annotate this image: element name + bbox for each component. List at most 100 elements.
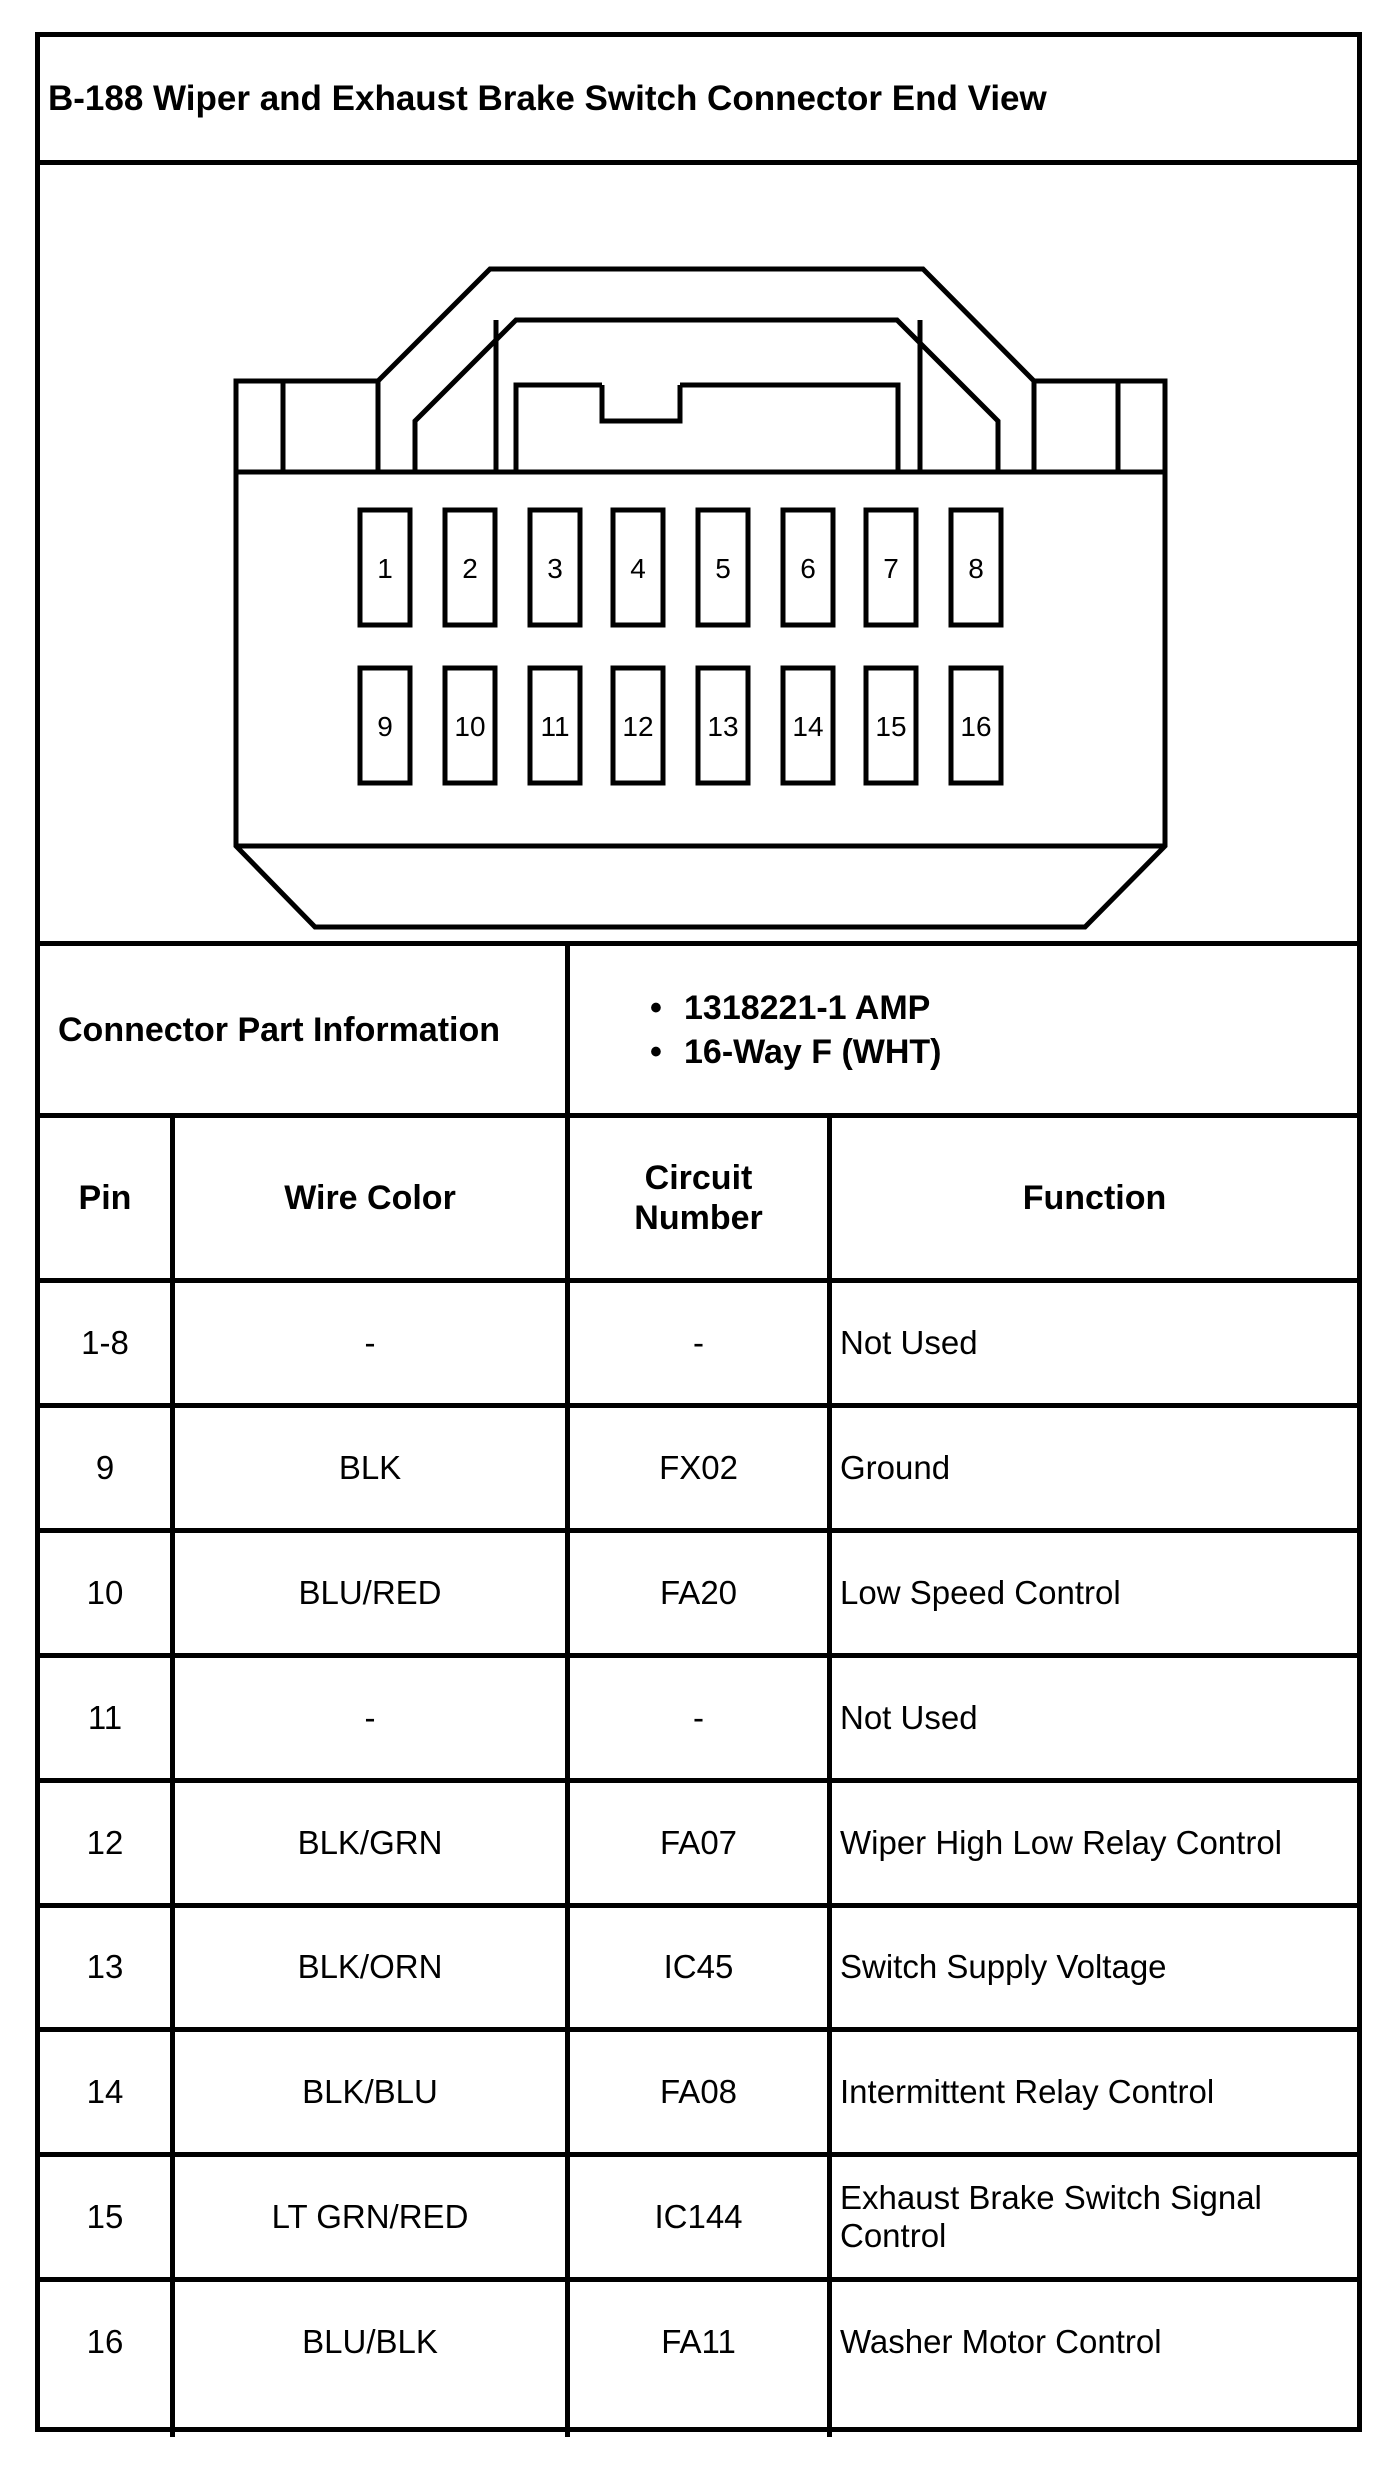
- circuit-number-cell: FA08: [570, 2032, 827, 2152]
- function-cell: Switch Supply Voltage: [832, 1908, 1357, 2028]
- pin-cavity: [863, 665, 919, 786]
- part-info-label-cell: Connector Part Information: [40, 946, 565, 1113]
- pin-cavity: [442, 507, 498, 628]
- divider: [40, 1113, 1357, 1118]
- divider: [170, 1118, 175, 2437]
- pin-cell: 14: [40, 2032, 170, 2152]
- pin-cavity: [695, 665, 751, 786]
- function-cell-text: Washer Motor Control: [840, 2323, 1162, 2361]
- divider: [40, 1278, 1357, 1283]
- divider: [40, 1777, 1357, 1783]
- circuit-number-cell-text: FA07: [659, 1823, 738, 1861]
- circuit-number-cell: FA11: [570, 2282, 827, 2402]
- pin-number-label: 5: [715, 553, 731, 584]
- wire-color-cell: BLK/GRN: [175, 1783, 565, 1903]
- pin-cell-text: 1-8: [81, 1323, 129, 1361]
- wire-color-cell: -: [175, 1283, 565, 1403]
- pin-cell-text: 9: [95, 1448, 115, 1486]
- function-cell-text: Ground: [840, 1448, 951, 1486]
- pin-cavity: [780, 507, 836, 628]
- circuit-number-cell: FA07: [570, 1783, 827, 1903]
- pin-cell: 1-8: [40, 1283, 170, 1403]
- wire-color-cell-text: BLK/ORN: [297, 1948, 443, 1986]
- pin-number-label: 4: [630, 553, 646, 584]
- pin-number-label: 6: [800, 553, 816, 584]
- part-info-list: 1318221-1 AMP 16-Way F (WHT): [630, 986, 942, 1074]
- pin-cell-text: 15: [86, 2198, 124, 2236]
- pin-cavity: [780, 665, 836, 786]
- pin-number-label: 13: [707, 711, 738, 742]
- header-wire-color: Wire Color: [284, 1179, 456, 1217]
- wire-color-cell-text: -: [364, 1698, 376, 1736]
- pin-cavity: [357, 507, 413, 628]
- function-cell: Wiper High Low Relay Control: [832, 1783, 1357, 1903]
- pin-number-label: 7: [883, 553, 899, 584]
- pin-cell-text: 10: [86, 1573, 124, 1611]
- circuit-number-cell-text: FA11: [661, 2323, 736, 2361]
- wire-color-cell: BLU/BLK: [175, 2282, 565, 2402]
- pin-number-label: 2: [462, 553, 478, 584]
- function-cell: Not Used: [832, 1658, 1357, 1778]
- pin-number-label: 15: [875, 711, 906, 742]
- pin-cavity: [527, 507, 583, 628]
- wire-color-cell: BLK/BLU: [175, 2032, 565, 2152]
- pin-number-label: 14: [792, 711, 823, 742]
- pin-cavity: [948, 665, 1004, 786]
- pin-number-label: 11: [540, 711, 569, 742]
- pin-cell: 16: [40, 2282, 170, 2402]
- wire-color-cell: -: [175, 1658, 565, 1778]
- pin-number-label: 10: [454, 711, 485, 742]
- circuit-number-cell: -: [570, 1658, 827, 1778]
- function-cell-text: Low Speed Control: [840, 1573, 1121, 1611]
- function-cell-text: Switch Supply Voltage: [840, 1948, 1167, 1986]
- header-function: Function: [1022, 1179, 1167, 1217]
- divider: [40, 2027, 1357, 2033]
- divider: [40, 1527, 1357, 1533]
- pin-number-label: 8: [968, 553, 984, 584]
- wire-color-cell-text: BLK/BLU: [302, 2073, 438, 2111]
- circuit-number-cell-text: FX02: [659, 1448, 738, 1486]
- wire-color-cell: BLK/ORN: [175, 1908, 565, 2028]
- header-circuit-number: Circuit Number: [570, 1118, 827, 1278]
- pin-cell: 11: [40, 1658, 170, 1778]
- part-info-label: Connector Part Information: [58, 1010, 501, 1049]
- circuit-number-cell: IC45: [570, 1908, 827, 2028]
- pin-cell: 15: [40, 2157, 170, 2277]
- wire-color-cell-text: BLU/BLK: [302, 2323, 438, 2361]
- wire-color-cell-text: BLK: [338, 1448, 402, 1486]
- function-cell: Washer Motor Control: [832, 2282, 1357, 2402]
- function-cell-text: Not Used: [840, 1323, 978, 1361]
- divider: [827, 1118, 832, 2437]
- part-info-values-cell: 1318221-1 AMP 16-Way F (WHT): [570, 946, 1357, 1113]
- circuit-number-cell-text: FA20: [659, 1573, 738, 1611]
- pin-number-label: 16: [960, 711, 991, 742]
- pin-cavity: [442, 665, 498, 786]
- circuit-number-cell: -: [570, 1283, 827, 1403]
- divider: [565, 946, 570, 1113]
- wire-color-cell-text: -: [364, 1323, 376, 1361]
- pin-cell-text: 13: [86, 1948, 124, 1986]
- divider: [40, 2277, 1357, 2283]
- circuit-number-cell-text: IC144: [654, 2198, 743, 2236]
- pin-cell-text: 11: [87, 1698, 123, 1736]
- wire-color-cell-text: BLU/RED: [298, 1573, 442, 1611]
- divider: [40, 1902, 1357, 1908]
- divider: [40, 2152, 1357, 2158]
- connector-sheet: B-188 Wiper and Exhaust Brake Switch Con…: [35, 32, 1362, 2437]
- pin-cell: 9: [40, 1408, 170, 1528]
- pin-cavity: [527, 665, 583, 786]
- pin-cell-text: 16: [86, 2323, 124, 2361]
- function-cell-text: Wiper High Low Relay Control: [840, 1823, 1283, 1861]
- function-cell: Not Used: [832, 1283, 1357, 1403]
- wire-color-cell-text: BLK/GRN: [297, 1823, 443, 1861]
- header-circuit-number-text: Circuit Number: [634, 1159, 763, 1237]
- function-cell: Intermittent Relay Control: [832, 2032, 1357, 2152]
- pin-number-label: 3: [547, 553, 563, 584]
- function-cell: Low Speed Control: [832, 1533, 1357, 1653]
- function-cell-text: Intermittent Relay Control: [840, 2073, 1215, 2111]
- wire-color-cell: BLU/RED: [175, 1533, 565, 1653]
- pin-cavity: [863, 507, 919, 628]
- circuit-number-cell: FX02: [570, 1408, 827, 1528]
